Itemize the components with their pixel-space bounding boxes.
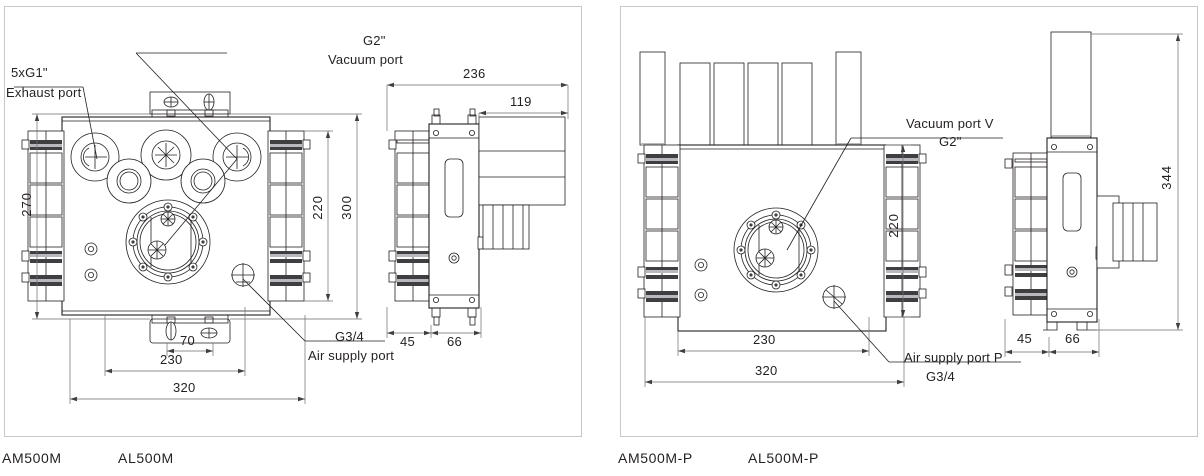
exhaust-port-label: Exhaust port xyxy=(6,85,82,100)
dim-300: 300 xyxy=(339,195,354,220)
leader-lines-left xyxy=(14,52,385,342)
dimension-lines-right xyxy=(644,33,1183,387)
dim-45: 45 xyxy=(400,334,416,349)
caption-am500m-p: AM500M-P xyxy=(618,450,693,466)
vacuum-port-label: Vacuum port xyxy=(328,52,403,67)
exhaust-qty-label: 5xG1" xyxy=(11,65,48,80)
top-fins xyxy=(639,51,862,146)
side-view-am500m xyxy=(388,108,566,326)
right-drawing-svg xyxy=(637,31,1183,387)
air-size-label-p: G3/4 xyxy=(926,369,955,384)
dim-220-p: 220 xyxy=(886,213,901,238)
body-bosses xyxy=(84,242,98,282)
dim-230: 230 xyxy=(160,352,183,367)
air-port-label: Air supply port xyxy=(308,348,395,363)
dim-344: 344 xyxy=(1159,165,1174,190)
dim-320-p: 320 xyxy=(755,363,778,378)
dim-270: 270 xyxy=(19,192,34,217)
left-drawing-svg xyxy=(14,52,569,404)
dim-230-p: 230 xyxy=(753,332,776,347)
dim-236: 236 xyxy=(463,66,486,81)
drawing-panel-am500m-p: Vacuum port V G2" Air supply port P G3/4… xyxy=(620,6,1198,437)
body-bosses-p xyxy=(694,258,708,302)
drawing-panel-am500m: 5xG1" Exhaust port G2" Vacuum port G3/4 … xyxy=(4,6,582,437)
front-view-am500m xyxy=(21,91,311,344)
air-supply-port xyxy=(231,263,255,287)
right-rail-p xyxy=(883,144,927,318)
dim-70: 70 xyxy=(180,333,196,348)
right-rail xyxy=(267,130,311,302)
left-rail xyxy=(21,130,65,302)
top-mount-bracket xyxy=(149,91,231,119)
air-size-label: G3/4 xyxy=(335,329,364,344)
exhaust-ports xyxy=(70,129,262,204)
dim-45-p: 45 xyxy=(1017,331,1033,346)
dimension-lines-left xyxy=(32,82,569,404)
vacuum-flange-p xyxy=(733,207,819,293)
caption-am500m: AM500M xyxy=(2,450,62,466)
front-view-am500m-p xyxy=(637,51,927,332)
dim-66: 66 xyxy=(447,334,463,349)
air-port-p-label: Air supply port P xyxy=(904,350,1003,365)
vacuum-port-v-label: Vacuum port V xyxy=(906,116,994,131)
dim-66-p: 66 xyxy=(1065,331,1081,346)
dim-220: 220 xyxy=(310,195,325,220)
dim-320: 320 xyxy=(173,380,196,395)
caption-al500m-p: AL500M-P xyxy=(748,450,819,466)
side-view-am500m-p xyxy=(1004,31,1158,331)
vacuum-size-label-p: G2" xyxy=(939,134,962,149)
dim-119: 119 xyxy=(510,94,532,109)
left-rail-p xyxy=(637,144,681,318)
air-supply-port-p xyxy=(822,285,846,309)
caption-al500m: AL500M xyxy=(118,450,174,466)
vacuum-size-label: G2" xyxy=(363,33,386,48)
leader-lines-right xyxy=(786,137,1021,363)
bottom-mount-bracket xyxy=(149,314,231,344)
